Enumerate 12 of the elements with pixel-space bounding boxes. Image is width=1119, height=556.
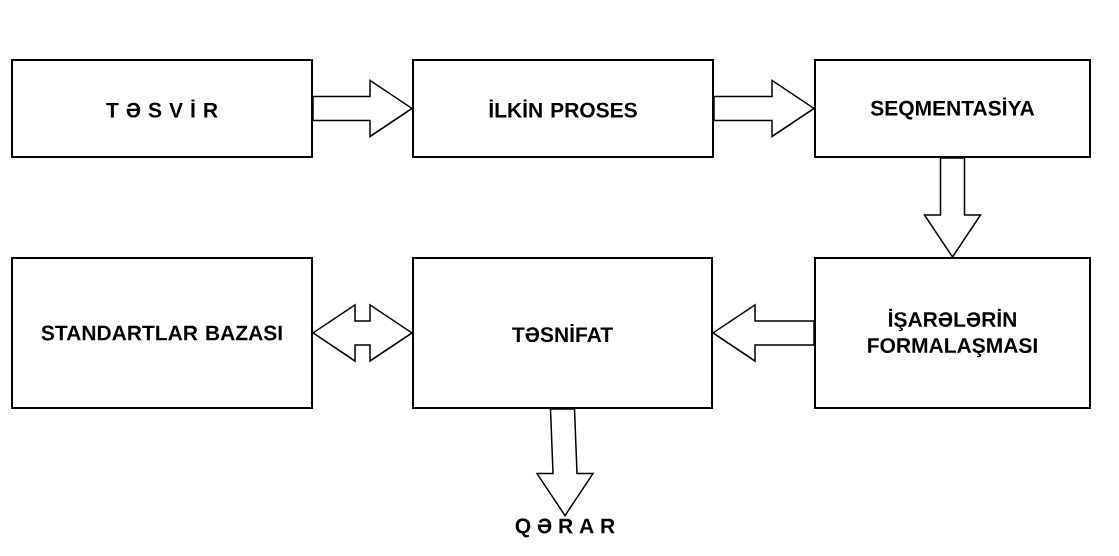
block-arrow [535,408,595,517]
process-box: SEQMENTASİYA [814,59,1091,158]
process-box: STANDARTLAR BAZASI [11,257,313,409]
block-arrow [312,79,414,138]
process-box: TƏSNİFAT [412,257,713,409]
block-arrow [923,157,982,259]
block-arrow [713,79,816,138]
process-box: İŞARƏLƏRİN FORMALAŞMASI [814,257,1091,409]
block-arrow [711,303,815,363]
process-box: İLKİN PROSES [412,59,714,158]
process-box: T Ə S V İ R [11,59,313,158]
result-label: Q Ə R A R [515,518,615,538]
